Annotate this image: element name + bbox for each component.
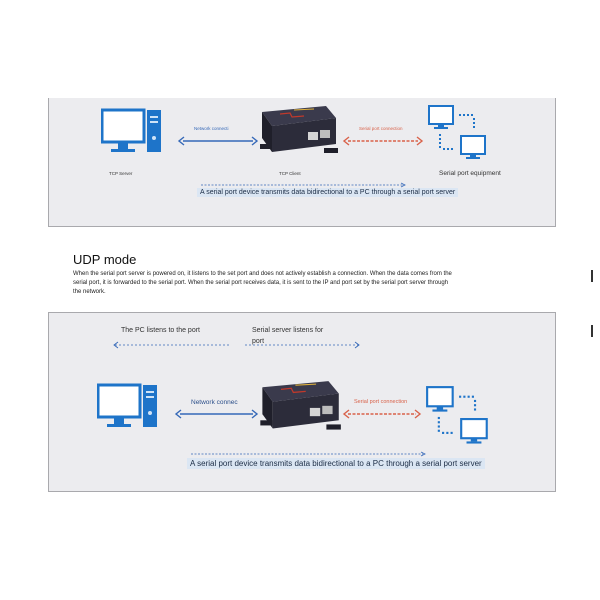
tcp-server-pc-icon (101, 108, 161, 152)
udp-description-line-2: serial port, it is forwarded to the seri… (73, 280, 449, 286)
udp-network-arrow-icon (174, 409, 259, 419)
server-listens-label-line-1: Serial server listens for (252, 327, 324, 334)
tcp-serial-arrow-icon (342, 136, 424, 146)
udp-diagram-panel: The PC listens to the port Serial server… (48, 312, 556, 492)
tcp-caption-arrow-icon (201, 182, 406, 188)
udp-pc-icon (97, 383, 157, 427)
tcp-serial-connection-label: Serial port connection (359, 126, 403, 131)
udp-mode-title: UDP mode (73, 252, 137, 267)
tcp-caption-banner: A serial port device transmits data bidi… (197, 188, 459, 197)
udp-caption-arrow-icon (191, 451, 426, 457)
udp-description-line-1: When the serial port server is powered o… (73, 271, 452, 277)
tcp-serial-server-device-icon (260, 106, 338, 153)
tcp-network-arrow-icon (177, 136, 259, 146)
tcp-client-label: TCP Client (279, 171, 301, 176)
tcp-network-label: Network connecti (194, 126, 229, 131)
page-edge-mark (591, 270, 593, 282)
udp-description-line-3: the network. (73, 289, 106, 295)
udp-serial-arrow-icon (342, 409, 422, 419)
udp-serial-equipment-monitors-icon (426, 386, 488, 444)
tcp-serial-equipment-monitors-icon (428, 105, 486, 159)
udp-caption-banner: A serial port device transmits data bidi… (187, 458, 485, 469)
server-listens-label-line-2: port (252, 338, 265, 345)
tcp-diagram-panel: TCP Server Network connecti TCP Client S… (48, 98, 556, 227)
tcp-serial-equipment-label: Serial port equipment (439, 170, 501, 177)
pc-listens-arrow-icon (113, 341, 231, 349)
udp-serial-server-device-icon (260, 381, 341, 430)
udp-network-label: Network connec (191, 399, 238, 406)
server-listens-arrow-icon (245, 341, 360, 349)
page-edge-mark (591, 325, 593, 337)
udp-serial-connection-label: Serial port connection (354, 399, 408, 405)
pc-listens-label: The PC listens to the port (121, 327, 200, 334)
tcp-server-label: TCP Server (109, 171, 133, 176)
